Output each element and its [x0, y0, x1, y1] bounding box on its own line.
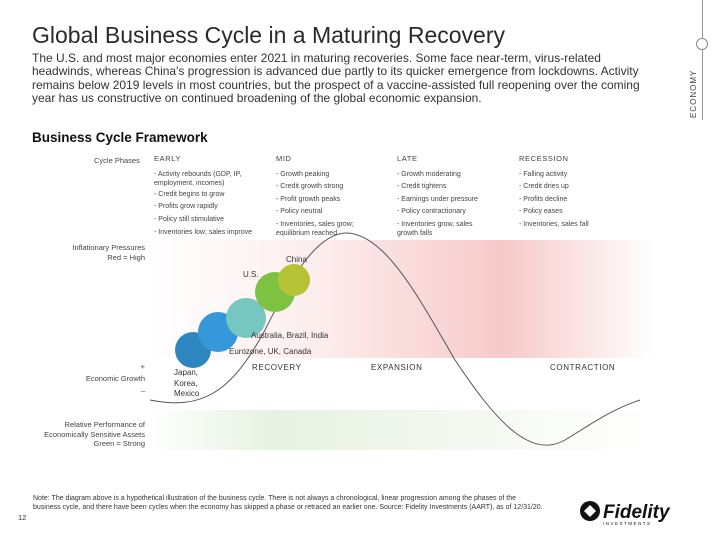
late-bullet: - Growth moderating [397, 171, 461, 178]
fidelity-logo: Fidelity INVESTMENTS [580, 501, 671, 526]
mid-bullet: - Policy neutral [276, 208, 323, 215]
section-title: Business Cycle Framework [32, 130, 208, 145]
early-bullet: - Activity rebounds (GDP, IP, employment… [154, 171, 242, 187]
early-bullet: - Profits grow rapidly [154, 203, 218, 210]
late-bullet: - Inventories grow, sales growth falls [397, 221, 473, 237]
late-bullet: - Policy contractionary [397, 208, 466, 215]
recession-bullet: - Credit dries up [519, 183, 569, 190]
china-label: China [286, 255, 307, 264]
mid-bullet: - Credit growth strong [276, 183, 344, 190]
page-subtitle: The U.S. and most major economies enter … [32, 51, 640, 105]
sidebar-marker-icon [696, 38, 708, 50]
late-bullet: - Credit tightens [397, 183, 447, 190]
early-bullet: - Credit begins to grow [154, 191, 225, 198]
mid-bullet: - Growth peaking [276, 171, 330, 178]
phase-heading-recession: RECESSION [519, 154, 569, 163]
mid-bullet: - Inventories, sales grow; equilibrium r… [276, 221, 354, 237]
late-bullet: - Earnings under pressure [397, 196, 478, 203]
economic-growth-minus: – [140, 386, 145, 395]
australia-brazil-india-marker [226, 298, 266, 338]
eurozone-label: Eurozone, UK, Canada [229, 347, 312, 356]
relative-performance-label: Relative Performance of Economically Sen… [44, 420, 145, 448]
economic-growth-label: Economic Growth [85, 374, 145, 383]
australia-label: Australia, Brazil, India [251, 331, 329, 340]
svg-text:Fidelity: Fidelity [603, 502, 671, 523]
mid-bullet: - Profit growth peaks [276, 196, 341, 203]
footnote: Note: The diagram above is a hypothetica… [33, 495, 543, 512]
recession-bullet: - Policy eases [519, 208, 563, 215]
phase-heading-late: LATE [397, 154, 418, 163]
recession-bullet: - Profits decline [519, 196, 568, 203]
phase-heading-mid: MID [276, 154, 292, 163]
us-label: U.S. [243, 270, 259, 279]
asset-performance-band [150, 410, 655, 450]
recession-bullet: - Inventories, sales fall [519, 221, 589, 228]
page-number: 12 [18, 513, 27, 522]
cycle-phases-label: Cycle Phases [94, 156, 140, 165]
china-marker [278, 264, 310, 296]
expansion-label: EXPANSION [371, 363, 423, 372]
recession-bullet: - Falling activity [519, 171, 568, 178]
business-cycle-curve [149, 232, 641, 446]
inflation-label: Inflationary Pressures Red = High [72, 243, 145, 262]
page-title: Global Business Cycle in a Maturing Reco… [32, 22, 505, 48]
economic-growth-plus: + [140, 362, 145, 371]
recovery-label: RECOVERY [252, 363, 302, 372]
early-bullet: - Policy still stimulative [154, 216, 225, 223]
early-bullet: - Inventories low; sales improve [154, 229, 253, 236]
phase-heading-early: EARLY [154, 154, 182, 163]
contraction-label: CONTRACTION [550, 363, 616, 372]
japan-korea-mexico-label: Japan, Korea, Mexico [174, 368, 200, 398]
svg-text:INVESTMENTS: INVESTMENTS [603, 521, 652, 526]
sidebar-divider [702, 0, 703, 120]
